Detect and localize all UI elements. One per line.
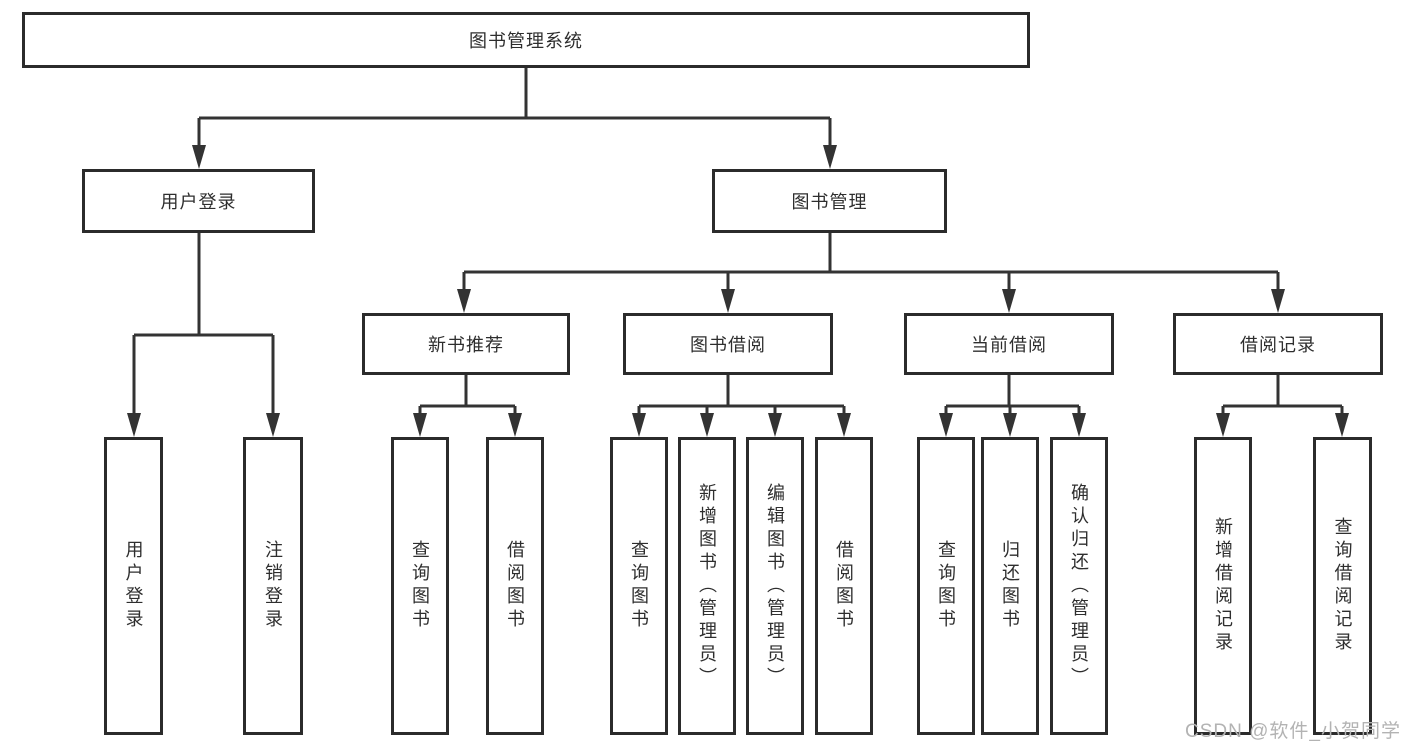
node-current-borrowing: 当前借阅 [904, 313, 1114, 375]
leaf-user-login: 用户登录 [104, 437, 163, 735]
leaf-query-borrow-record: 查询借阅记录 [1313, 437, 1372, 735]
leaf-confirm-return-admin: 确认归还（管理员） [1050, 437, 1108, 735]
leaf-return-books: 归还图书 [981, 437, 1039, 735]
leaf-query-books: 查询图书 [917, 437, 975, 735]
leaf-add-borrow-record: 新增借阅记录 [1194, 437, 1252, 735]
node-user-login: 用户登录 [82, 169, 315, 233]
leaf-logout: 注销登录 [243, 437, 303, 735]
leaf-borrow-books: 借阅图书 [486, 437, 544, 735]
node-library-management-system: 图书管理系统 [22, 12, 1030, 68]
node-new-book-recommendation: 新书推荐 [362, 313, 570, 375]
node-book-management: 图书管理 [712, 169, 947, 233]
leaf-add-books-admin: 新增图书（管理员） [678, 437, 736, 735]
node-book-borrowing: 图书借阅 [623, 313, 833, 375]
leaf-query-books: 查询图书 [391, 437, 449, 735]
leaf-edit-books-admin: 编辑图书（管理员） [746, 437, 804, 735]
leaf-query-books: 查询图书 [610, 437, 668, 735]
node-borrowing-records: 借阅记录 [1173, 313, 1383, 375]
csdn-watermark: CSDN @软件_小贺同学 [1185, 721, 1401, 742]
leaf-borrow-books: 借阅图书 [815, 437, 873, 735]
